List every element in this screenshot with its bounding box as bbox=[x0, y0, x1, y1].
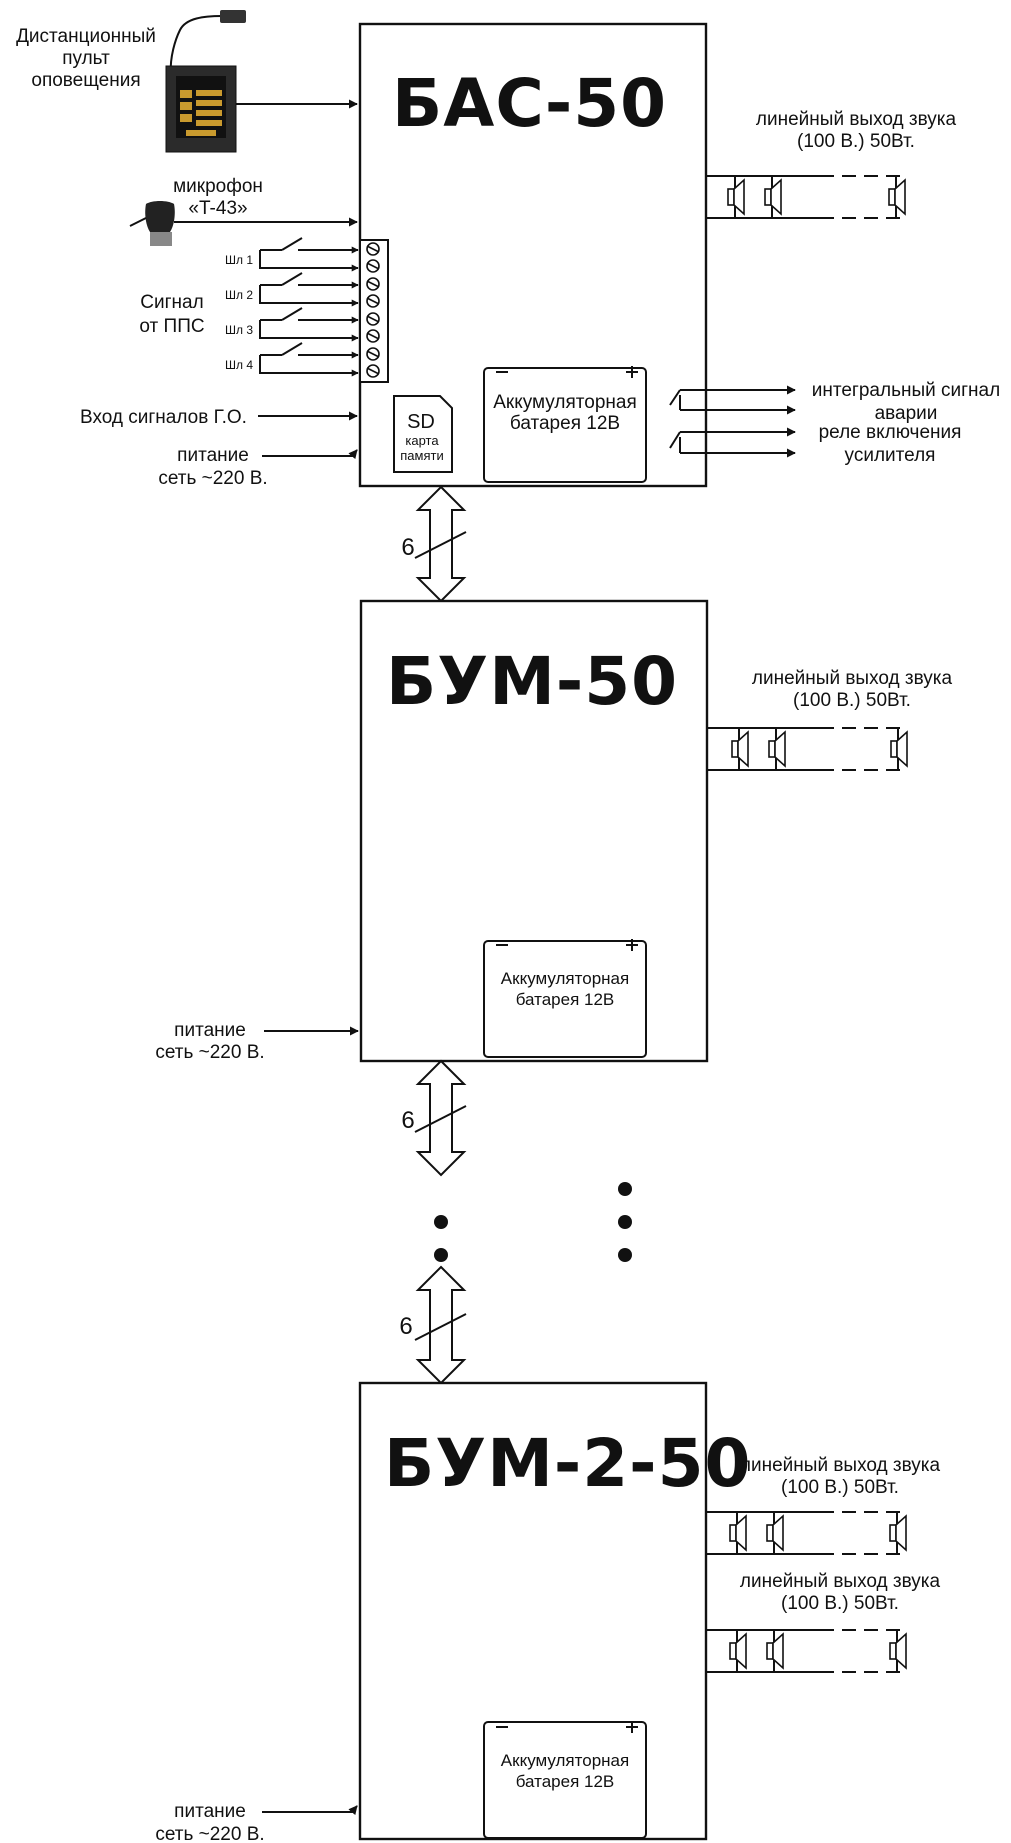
microphone-label-2: «T-43» bbox=[188, 198, 247, 219]
bum2-battery-label-1: Аккумуляторная bbox=[501, 1751, 629, 1770]
bum-power-label-2: сеть ~220 В. bbox=[155, 1042, 264, 1063]
sd-card-icon: SD карта памяти bbox=[393, 395, 453, 473]
bum2-power-label-1: питание bbox=[174, 1801, 246, 1822]
loop-label-1: Шл 1 bbox=[225, 253, 253, 267]
speaker-icon bbox=[889, 1514, 907, 1552]
sd-card-label-3: памяти bbox=[400, 448, 443, 463]
bas-speaker-line bbox=[706, 175, 906, 219]
pps-signal-label-2: от ППС bbox=[139, 316, 204, 337]
microphone-icon bbox=[129, 201, 175, 246]
bum-output-label-2: (100 В.) 50Вт. bbox=[793, 690, 911, 711]
remote-panel-label-3: оповещения bbox=[31, 70, 140, 91]
bus-width-label-2: 6 bbox=[401, 1107, 414, 1134]
speaker-icon bbox=[766, 1632, 784, 1670]
bas-output-label-2: (100 В.) 50Вт. bbox=[797, 131, 915, 152]
speaker-icon bbox=[888, 178, 906, 216]
go-signals-label: Вход сигналов Г.О. bbox=[80, 407, 247, 428]
speaker-icon bbox=[729, 1514, 747, 1552]
speaker-icon bbox=[727, 178, 745, 216]
bum2-output1-label-1: линейный выход звука bbox=[740, 1455, 941, 1476]
bas-battery-label-2: батарея 12В bbox=[510, 413, 620, 434]
bas-power-label-2: сеть ~220 В. bbox=[158, 468, 267, 489]
bum2-power-label-2: сеть ~220 В. bbox=[155, 1824, 264, 1843]
loop-inputs: Шл 1 Шл 2 Шл 3 Шл 4 bbox=[225, 237, 359, 377]
bus-arrow-2: 6 bbox=[401, 1059, 467, 1177]
terminal-block bbox=[359, 239, 389, 383]
bum2-unit-title: БУМ-2-50 bbox=[384, 1425, 751, 1502]
speaker-icon bbox=[764, 178, 782, 216]
alarm-relay-label-1: интегральный сигнал bbox=[812, 380, 1000, 401]
loop-label-2: Шл 2 bbox=[225, 288, 253, 302]
remote-panel-icon bbox=[165, 10, 246, 153]
bum-power-label-1: питание bbox=[174, 1020, 246, 1041]
amp-relay-label-2: усилителя bbox=[845, 445, 936, 466]
bum2-battery-label-2: батарея 12В bbox=[516, 1772, 615, 1791]
bas-output-label-1: линейный выход звука bbox=[756, 109, 957, 130]
alarm-relay bbox=[669, 385, 796, 415]
bum-output-label-1: линейный выход звука bbox=[752, 668, 953, 689]
bum2-output1-label-2: (100 В.) 50Вт. bbox=[781, 1477, 899, 1498]
bas-power-label-1: питание bbox=[177, 445, 249, 466]
bus-width-label-1: 6 bbox=[401, 534, 414, 561]
bum-battery-label-1: Аккумуляторная bbox=[501, 969, 629, 988]
loop-label-4: Шл 4 bbox=[225, 358, 253, 372]
bum-unit-title: БУМ-50 bbox=[386, 643, 678, 720]
bus-arrow-1: 6 bbox=[401, 485, 467, 603]
sd-card-label-1: SD bbox=[407, 411, 435, 433]
bus-arrow-3: 6 bbox=[399, 1265, 467, 1385]
bas-battery: Аккумуляторная батарея 12В bbox=[483, 366, 647, 483]
sd-card-label-2: карта bbox=[405, 433, 439, 448]
bum2-speaker-line-2 bbox=[706, 1629, 907, 1673]
pps-signal-label-1: Сигнал bbox=[140, 292, 203, 313]
bum-battery-label-2: батарея 12В bbox=[516, 990, 615, 1009]
amp-relay-label-1: реле включения bbox=[819, 422, 962, 443]
bum2-output2-label-2: (100 В.) 50Вт. bbox=[781, 1593, 899, 1614]
bum-speaker-line bbox=[707, 727, 908, 771]
bus-width-label-3: 6 bbox=[399, 1313, 412, 1340]
bum-unit: БУМ-50 Аккумуляторная батарея 12В линейн… bbox=[155, 599, 953, 1063]
speaker-icon bbox=[731, 730, 749, 768]
bum2-unit: БУМ-2-50 Аккумуляторная батарея 12В лине… bbox=[155, 1381, 941, 1843]
speaker-icon bbox=[768, 730, 786, 768]
bas-unit-title: БАС-50 bbox=[392, 65, 667, 142]
bum2-speaker-line-1 bbox=[706, 1511, 907, 1555]
amp-relay bbox=[669, 427, 796, 458]
continuation-dots bbox=[434, 1182, 632, 1262]
remote-panel-label-1: Дистанционный bbox=[16, 26, 156, 47]
bum-battery: Аккумуляторная батарея 12В bbox=[483, 939, 647, 1058]
bas-battery-label-1: Аккумуляторная bbox=[493, 392, 637, 413]
loop-label-3: Шл 3 bbox=[225, 323, 253, 337]
alarm-relay-label-2: аварии bbox=[875, 403, 938, 424]
speaker-icon bbox=[766, 1514, 784, 1552]
speaker-icon bbox=[889, 1632, 907, 1670]
bum2-battery: Аккумуляторная батарея 12В bbox=[483, 1721, 647, 1839]
microphone-label-1: микрофон bbox=[173, 176, 263, 197]
bum2-output2-label-1: линейный выход звука bbox=[740, 1571, 941, 1592]
bas-unit: БАС-50 Аккумуляторная батарея 12В SD кар… bbox=[16, 10, 1000, 489]
speaker-icon bbox=[729, 1632, 747, 1670]
speaker-icon bbox=[890, 730, 908, 768]
remote-panel-label-2: пульт bbox=[62, 48, 110, 69]
